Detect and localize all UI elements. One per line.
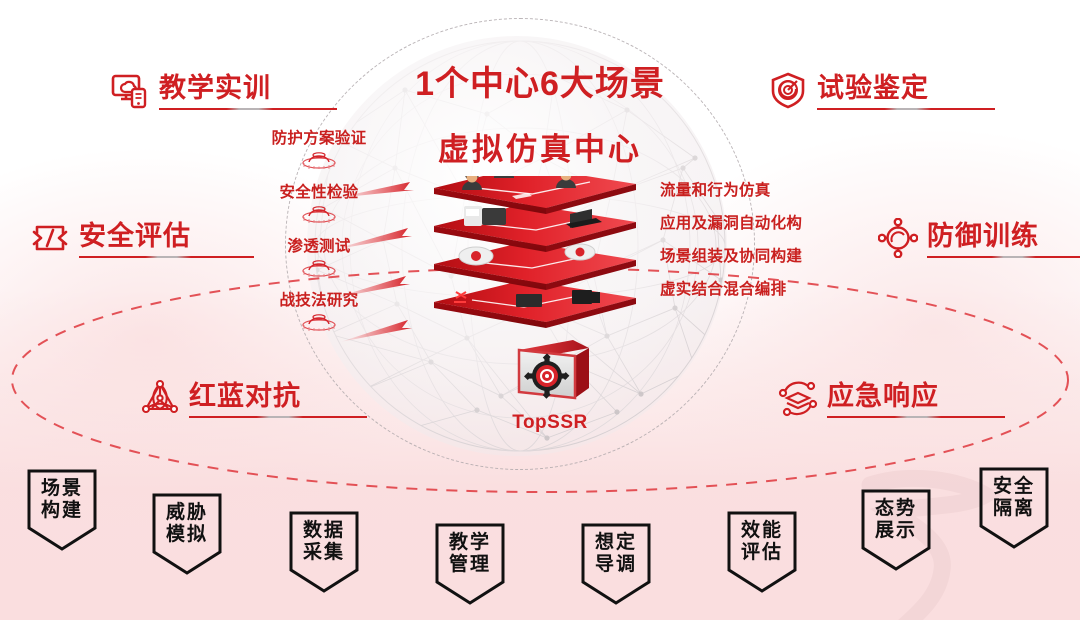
pentagon-badge-shape <box>152 493 222 575</box>
page-subtitle: 虚拟仿真中心 <box>438 132 642 167</box>
section-label-0: 教学实训 <box>159 73 271 104</box>
inner-left-label-3: 战技法研究 <box>279 292 359 309</box>
topssr-label: TopSSR <box>512 412 588 433</box>
inner-left-list: 防护方案验证 安全性检验 渗透测试 <box>258 126 380 342</box>
sidebar-item-test-evaluation[interactable]: 试验鉴定 <box>768 70 995 110</box>
section-label-3: 试验鉴定 <box>817 73 929 104</box>
beacon-pedestal-icon <box>302 314 336 331</box>
badge-line1-3: 教学 <box>448 532 491 553</box>
badge-scenario-construction[interactable]: 场景 构建 <box>26 468 98 552</box>
badge-line1-6: 态势 <box>874 498 917 519</box>
inner-right-label-2: 场景组装及协同构建 <box>660 248 803 265</box>
inner-right-label-0: 流量和行为仿真 <box>660 182 771 199</box>
pentagon-badge-shape <box>861 489 931 571</box>
badge-line1-1: 威胁 <box>165 502 208 523</box>
pentagon-badge-shape <box>727 511 797 593</box>
section-label-1: 安全评估 <box>79 221 191 252</box>
badge-line1-4: 想定 <box>594 532 637 553</box>
inner-right-label-3: 虚实结合混合编排 <box>660 281 787 298</box>
shield-target-icon <box>771 72 805 109</box>
badge-efficiency-evaluation[interactable]: 效能 评估 <box>726 510 798 594</box>
inner-left-label-2: 渗透测试 <box>287 238 351 255</box>
inner-left-item-1[interactable]: 安全性检验 <box>258 180 380 228</box>
sidebar-item-defense-training[interactable]: 防御训练 <box>878 218 1080 258</box>
badge-line1-7: 安全 <box>992 476 1035 497</box>
beacon-pedestal-icon <box>302 206 336 223</box>
badge-line2-0: 构建 <box>40 500 83 522</box>
badge-line2-7: 隔离 <box>992 498 1035 520</box>
stacked-platform-layers <box>420 153 650 332</box>
pentagon-badge-shape <box>581 523 651 605</box>
section-label-2: 红蓝对抗 <box>189 381 301 412</box>
inner-left-item-3[interactable]: 战技法研究 <box>258 288 380 336</box>
sidebar-item-teaching-training[interactable]: 教学实训 <box>110 70 337 110</box>
badge-line2-6: 展示 <box>874 520 917 542</box>
section-rule-1 <box>79 255 254 258</box>
section-rule-5 <box>827 415 1005 418</box>
section-label-4: 防御训练 <box>927 221 1039 252</box>
inner-right-item-2[interactable]: 场景组装及协同构建 <box>660 244 860 277</box>
badge-scenario-guidance[interactable]: 想定 导调 <box>580 522 652 606</box>
pentagon-badge-shape <box>979 467 1049 549</box>
circular-nodes-icon <box>878 218 918 258</box>
topssr-product[interactable]: TopSSR <box>470 334 630 434</box>
pentagon-badge-shape <box>289 511 359 593</box>
section-rule-4 <box>927 255 1080 258</box>
inner-right-list: 流量和行为仿真 应用及漏洞自动化构 场景组装及协同构建 虚实结合混合编排 <box>660 178 860 310</box>
code-bracket-icon <box>32 225 68 251</box>
monitor-cloud-icon <box>111 74 147 109</box>
inner-left-item-2[interactable]: 渗透测试 <box>258 234 380 282</box>
sidebar-item-emergency-response[interactable]: 应急响应 <box>778 378 1005 418</box>
bottom-badge-row: 场景 构建 威胁 模拟 数据 <box>0 466 1080 620</box>
section-rule-3 <box>817 107 995 110</box>
badge-line2-5: 评估 <box>740 542 783 564</box>
inner-right-item-1[interactable]: 应用及漏洞自动化构 <box>660 211 860 244</box>
badge-data-collection[interactable]: 数据 采集 <box>288 510 360 594</box>
section-label-5: 应急响应 <box>827 381 939 412</box>
endpoints-layer <box>434 204 636 252</box>
badge-teaching-management[interactable]: 教学 管理 <box>434 522 506 606</box>
badge-line1-2: 数据 <box>302 520 345 541</box>
badge-line1-0: 场景 <box>40 478 83 499</box>
inner-left-item-0[interactable]: 防护方案验证 <box>258 126 380 174</box>
badge-line2-4: 导调 <box>594 554 637 576</box>
beacon-pedestal-icon <box>302 260 336 277</box>
sidebar-item-red-blue-confrontation[interactable]: 红蓝对抗 <box>140 378 367 418</box>
inner-right-item-3[interactable]: 虚实结合混合编排 <box>660 277 860 310</box>
cloud-layer <box>434 242 636 290</box>
inner-right-item-0[interactable]: 流量和行为仿真 <box>660 178 860 211</box>
badge-situation-display[interactable]: 态势 展示 <box>860 488 932 572</box>
section-rule-0 <box>159 107 337 110</box>
network-layer <box>434 280 636 328</box>
badge-security-isolation[interactable]: 安全 隔离 <box>978 466 1050 550</box>
section-rule-2 <box>189 415 367 418</box>
badge-line2-1: 模拟 <box>165 524 208 546</box>
badge-line1-5: 效能 <box>740 520 783 541</box>
inner-left-label-0: 防护方案验证 <box>271 130 367 147</box>
inner-left-label-1: 安全性检验 <box>279 184 359 201</box>
sidebar-item-security-assessment[interactable]: 安全评估 <box>30 218 254 258</box>
pentagon-badge-shape <box>435 523 505 605</box>
page-title: 1个中心6大场景 <box>415 65 665 103</box>
badge-line2-3: 管理 <box>448 554 491 576</box>
pentagon-badge-shape <box>27 469 97 551</box>
badge-threat-simulation[interactable]: 威胁 模拟 <box>151 492 223 576</box>
beacon-pedestal-icon <box>302 152 336 169</box>
inner-right-label-1: 应用及漏洞自动化构 <box>660 215 803 232</box>
layers-nodes-icon <box>778 381 818 417</box>
triangle-network-icon <box>141 379 179 414</box>
cube-gear-icon <box>517 340 589 400</box>
badge-line2-2: 采集 <box>302 542 345 564</box>
